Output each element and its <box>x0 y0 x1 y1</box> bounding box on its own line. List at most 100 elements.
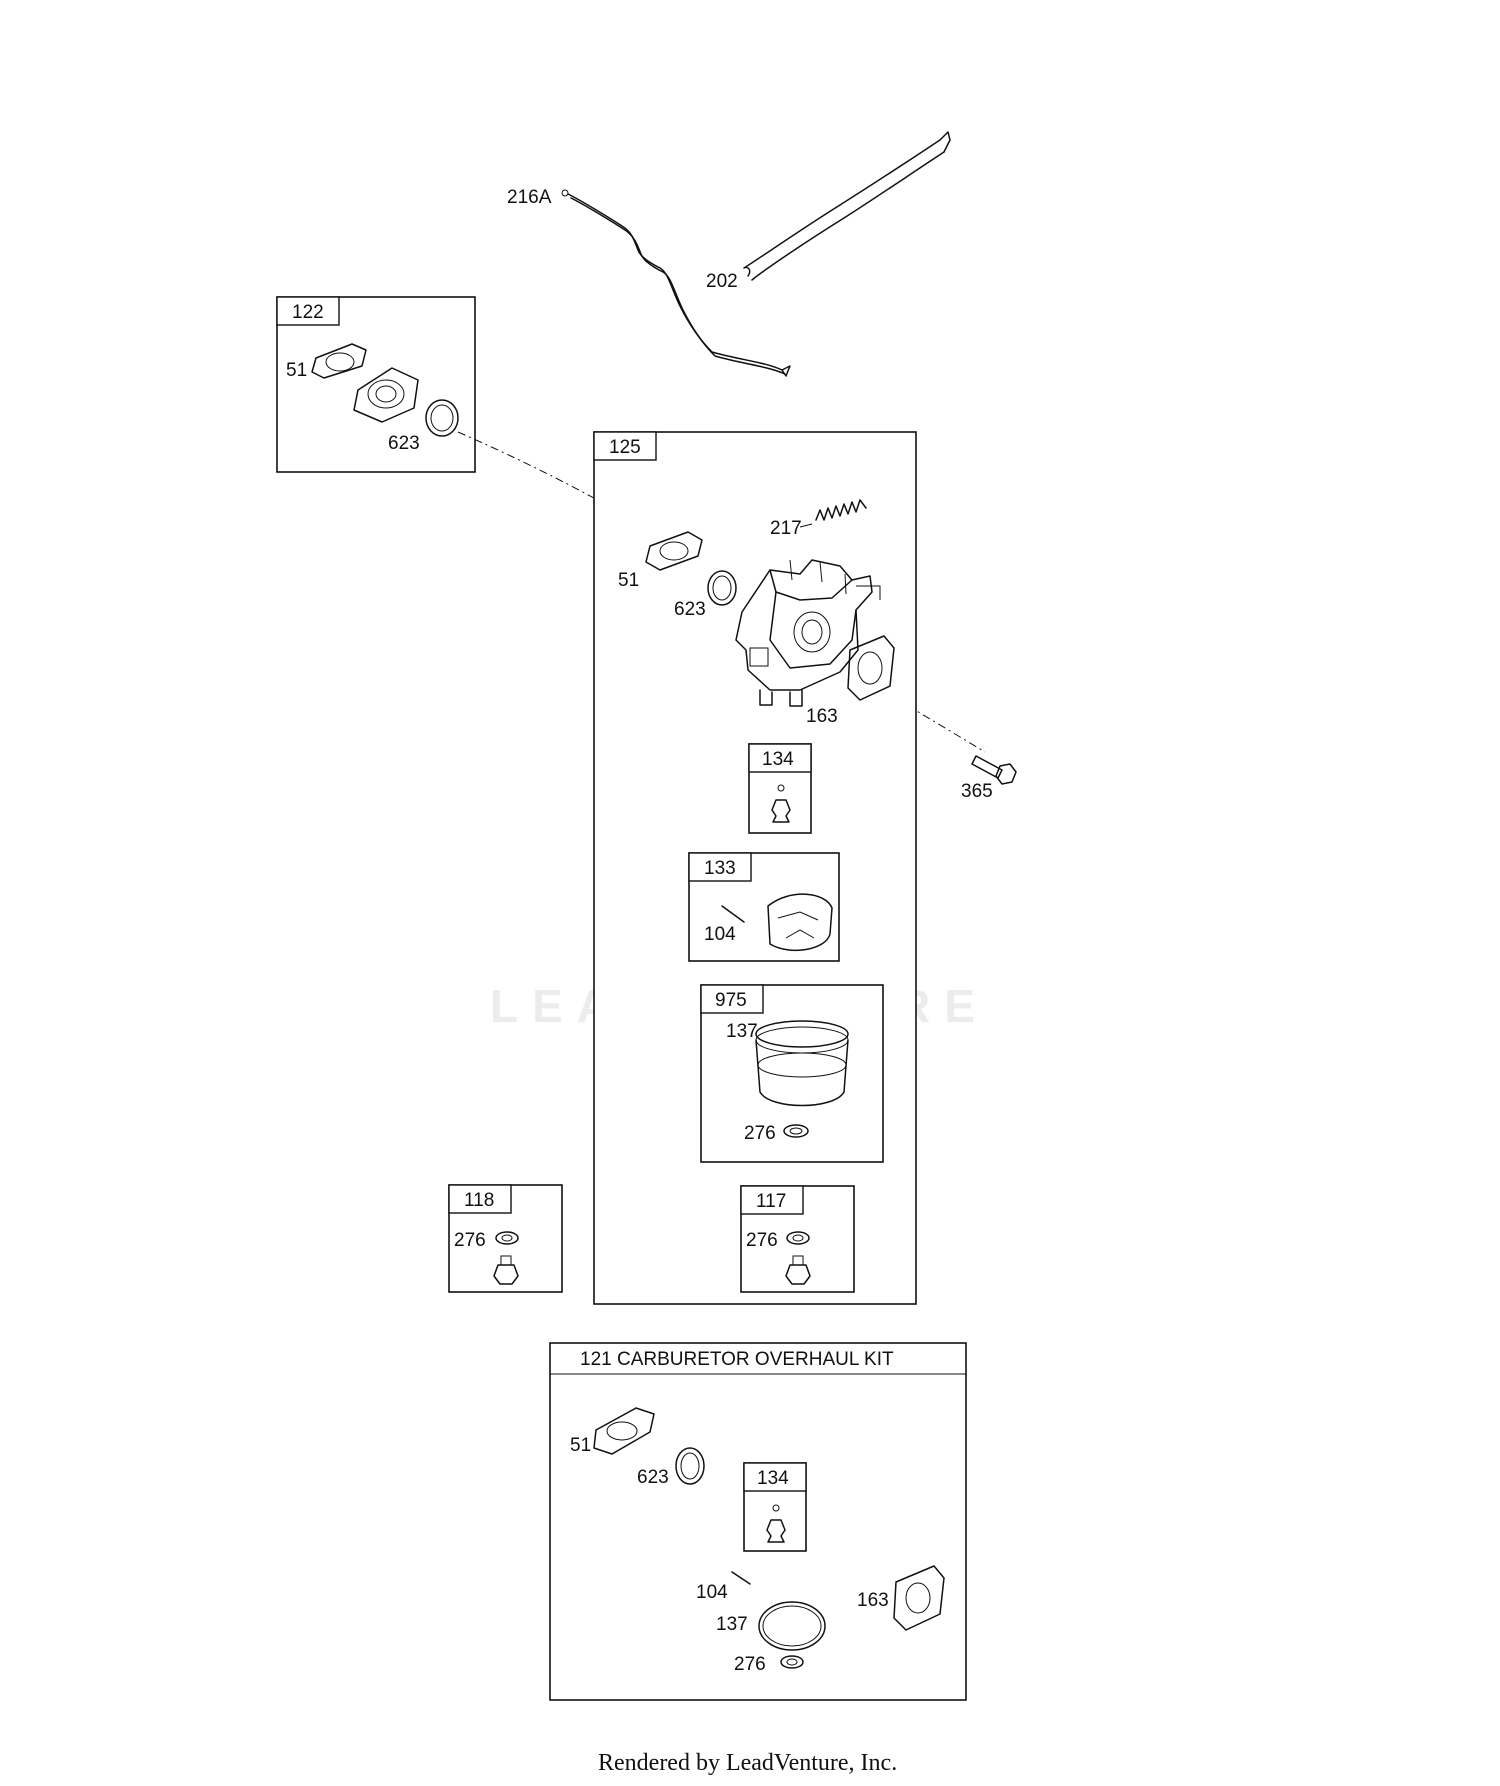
box-118-title: 118 <box>464 1190 494 1211</box>
bowl-nut-stem <box>792 1255 804 1266</box>
spacer-inner <box>375 385 397 403</box>
kit-box-134-tab <box>743 1462 807 1492</box>
bowl-gasket-137-inner <box>762 1605 822 1647</box>
float-bowl-icon <box>755 1039 849 1107</box>
kit-121-label-137: 137 <box>716 1614 748 1635</box>
box-122-tab <box>276 296 340 326</box>
spacer-bore <box>367 379 405 409</box>
washer-276-hole <box>792 1234 804 1242</box>
bolt-365-icon <box>995 763 1017 785</box>
box-117-label-276: 276 <box>746 1230 778 1251</box>
box-125-title: 125 <box>609 437 641 458</box>
gasket-163-hole <box>905 1582 931 1614</box>
box-118: 118 276 <box>448 1184 563 1293</box>
gasket-51-hole <box>659 541 689 561</box>
box-133-tab <box>688 852 752 882</box>
rod-216a-edge <box>570 197 786 375</box>
box-133: 133 104 <box>688 852 840 962</box>
box-125-label-51: 51 <box>618 570 639 591</box>
box-125-tab <box>593 431 657 461</box>
box-122-label-623: 623 <box>388 433 420 454</box>
box-122-title: 122 <box>292 302 324 323</box>
gasket-163-hole <box>857 651 883 685</box>
bowl-nut-stem <box>500 1255 512 1266</box>
kit-121-label-276: 276 <box>734 1654 766 1675</box>
float-detail <box>777 911 819 939</box>
box-134-title: 134 <box>762 749 794 770</box>
box-122: 122 51 623 <box>276 296 476 473</box>
washer-276-icon <box>495 1231 519 1245</box>
rod-202-edge <box>751 151 945 281</box>
pin-104-icon <box>721 905 745 923</box>
float-icon <box>767 893 833 952</box>
float-bowl-rim-icon <box>755 1020 849 1048</box>
oring-623-inner <box>680 1452 700 1480</box>
kit-box-134: 134 <box>743 1462 807 1552</box>
kit-121-label-163: 163 <box>857 1590 889 1611</box>
gasket-51-hole <box>606 1421 638 1441</box>
bowl-nut-icon <box>493 1264 519 1285</box>
box-975-tab <box>700 984 764 1014</box>
spacer-icon <box>353 367 419 423</box>
box-975-label-137: 137 <box>726 1021 758 1042</box>
oring-623-icon <box>425 399 459 437</box>
gasket-51-icon <box>311 343 367 379</box>
box-118-tab <box>448 1184 512 1214</box>
box-134-tab <box>748 743 812 773</box>
centerline-lower <box>859 679 986 753</box>
rod-202 <box>743 139 941 277</box>
gasket-163-icon <box>893 1565 945 1631</box>
box-117: 117 276 <box>740 1185 855 1293</box>
washer-276-icon <box>783 1124 809 1138</box>
float-bowl-band <box>757 1052 847 1078</box>
washer-276-hole <box>786 1658 798 1666</box>
needle-ball-icon <box>777 784 785 792</box>
kit-121-label-51: 51 <box>570 1435 591 1456</box>
spring-217-leader <box>799 523 813 528</box>
rods-group: 216A 202 <box>507 131 951 377</box>
bowl-nut-icon <box>785 1264 811 1285</box>
box-134: 134 <box>748 743 812 834</box>
box-975-frame <box>700 984 884 1163</box>
bolt-365: 365 <box>961 755 1017 802</box>
needle-valve-icon <box>766 1519 786 1543</box>
oring-623-icon <box>675 1447 705 1485</box>
oring-623-inner <box>712 575 732 601</box>
kit-121-title: 121 CARBURETOR OVERHAUL KIT <box>580 1349 894 1370</box>
bolt-365-label: 365 <box>961 781 993 802</box>
box-122-label-51: 51 <box>286 360 307 381</box>
gasket-51-icon <box>645 531 703 571</box>
rod-202-end <box>939 131 951 153</box>
carburetor-icon <box>735 559 881 707</box>
footer-credit: Rendered by LeadVenture, Inc. <box>598 1750 897 1776</box>
rod-216a-end <box>781 365 791 377</box>
gasket-163-icon <box>847 635 895 701</box>
box-975: 975 137 276 <box>700 984 884 1163</box>
box-125-label-163: 163 <box>806 706 838 727</box>
box-125: 125 217 51 623 163 <box>593 431 917 1305</box>
bowl-gasket-137-icon <box>758 1601 826 1651</box>
washer-276-hole <box>501 1234 513 1242</box>
spring-217-icon <box>815 499 867 521</box>
rod-216a-label: 216A <box>507 187 552 208</box>
gasket-51-icon <box>593 1407 655 1455</box>
needle-valve-icon <box>771 799 791 823</box>
kit-121: 121 CARBURETOR OVERHAUL KIT 51 623 134 1… <box>549 1342 967 1701</box>
kit-box-134-title: 134 <box>757 1468 789 1489</box>
box-975-title: 975 <box>715 990 747 1011</box>
box-118-label-276: 276 <box>454 1230 486 1251</box>
box-133-title: 133 <box>704 858 736 879</box>
box-125-label-217: 217 <box>770 518 802 539</box>
kit-121-label-104: 104 <box>696 1582 728 1603</box>
box-133-label-104: 104 <box>704 924 736 945</box>
washer-276-icon <box>780 1655 804 1669</box>
box-975-label-276: 276 <box>744 1123 776 1144</box>
rod-202-label: 202 <box>706 271 738 292</box>
box-117-tab <box>740 1185 804 1215</box>
washer-276-hole <box>789 1127 803 1135</box>
washer-276-icon <box>786 1231 810 1245</box>
oring-623-icon <box>707 570 737 606</box>
bolt-365-shank <box>971 755 1003 779</box>
